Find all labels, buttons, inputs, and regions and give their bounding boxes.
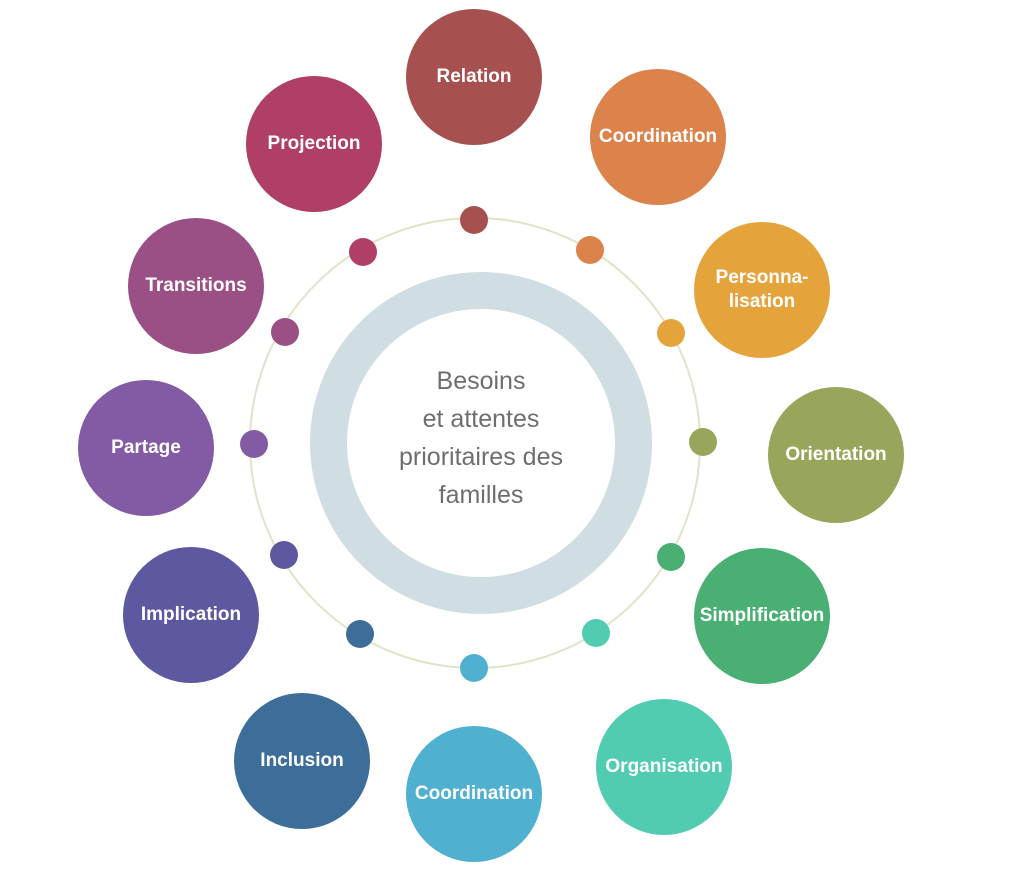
orbit-dot — [346, 620, 374, 648]
orbit-dot — [460, 206, 488, 234]
node-personnalisation[interactable]: Personna- lisation — [694, 222, 830, 358]
node-organisation[interactable]: Organisation — [596, 699, 732, 835]
center-title-line: familles — [438, 481, 524, 509]
orbit-dot — [270, 541, 298, 569]
node-label: Organisation — [605, 756, 723, 777]
node-inclusion[interactable]: Inclusion — [234, 693, 370, 829]
orbit-dot — [240, 430, 268, 458]
node-orientation[interactable]: Orientation — [768, 387, 904, 523]
orbit-dot — [657, 543, 685, 571]
node-partage[interactable]: Partage — [78, 380, 214, 516]
node-label: Inclusion — [260, 750, 344, 771]
node-label: Relation — [436, 66, 512, 87]
node-relation[interactable]: Relation — [406, 9, 542, 145]
orbit-dot — [349, 238, 377, 266]
center-title-line: et attentes — [422, 405, 540, 433]
orbit-dot — [689, 428, 717, 456]
node-simplification[interactable]: Simplification — [694, 548, 830, 684]
node-label: Coordination — [414, 783, 534, 804]
node-implication[interactable]: Implication — [123, 547, 259, 683]
orbit-dot — [460, 654, 488, 682]
node-coordination[interactable]: Coordination — [406, 726, 542, 862]
node-label: Transitions — [145, 275, 247, 296]
node-transitions[interactable]: Transitions — [128, 218, 264, 354]
orbit-dot — [582, 619, 610, 647]
node-label: Partage — [111, 437, 181, 458]
node-label: Simplification — [699, 605, 825, 626]
center-title: Besoins et attentes prioritaires des fam… — [365, 362, 597, 514]
node-label: Orientation — [785, 444, 887, 465]
node-label: Projection — [267, 133, 361, 154]
node-label: Implication — [140, 604, 242, 625]
node-projection[interactable]: Projection — [246, 76, 382, 212]
center-title-line: Besoins — [436, 367, 526, 395]
node-label: Personna- lisation — [715, 267, 809, 312]
orbit-dot — [657, 319, 685, 347]
orbit-dot — [271, 318, 299, 346]
orbit-dot — [576, 236, 604, 264]
node-coordination[interactable]: Coordination — [590, 69, 726, 205]
node-label: Coordination — [598, 126, 718, 147]
center-title-line: prioritaires des — [399, 443, 563, 471]
